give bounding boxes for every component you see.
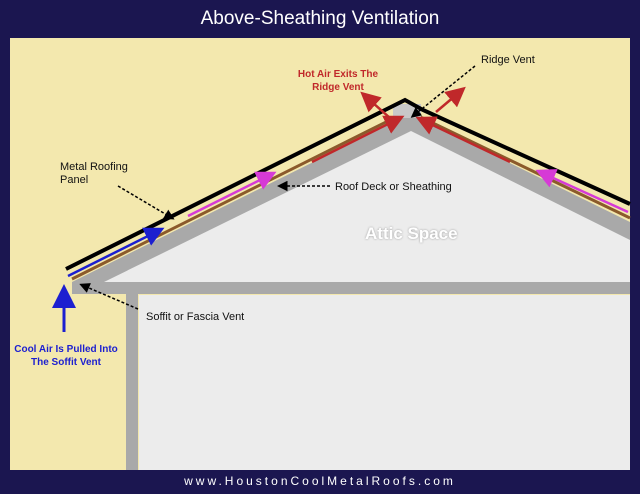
ridge-vent-pointer bbox=[410, 65, 476, 118]
hot-air-exit-arrow bbox=[360, 91, 391, 119]
soffit-pointer bbox=[79, 283, 139, 310]
metal-roofing-panel bbox=[65, 97, 631, 271]
ridge-vent-label: Ridge Vent bbox=[481, 54, 535, 66]
airflow-arrow bbox=[415, 116, 511, 164]
airflow-arrow bbox=[311, 115, 405, 164]
attic-space-label: Attic Space bbox=[365, 224, 458, 243]
diagram-title: Above-Sheathing Ventilation bbox=[200, 8, 440, 29]
metal-panel-pointer bbox=[117, 185, 175, 220]
cool-air-arrow bbox=[67, 227, 165, 278]
living-space bbox=[139, 295, 630, 470]
airflow-arrow bbox=[535, 169, 629, 214]
website-footer: www.HoustonCoolMetalRoofs.com bbox=[184, 474, 456, 488]
hot-air-label: Hot Air Exits The Ridge Vent bbox=[297, 69, 379, 93]
attic-space bbox=[104, 131, 630, 282]
metal-panel-label: Metal Roofing Panel bbox=[60, 161, 128, 186]
cool-air-label: Cool Air Is Pulled Into The Soffit Vent bbox=[14, 344, 118, 368]
soffit-label: Soffit or Fascia Vent bbox=[146, 311, 245, 323]
airflow-arrow bbox=[187, 171, 277, 218]
hot-air-exit-arrow bbox=[435, 86, 466, 113]
roof-deck-label: Roof Deck or Sheathing bbox=[335, 181, 452, 193]
